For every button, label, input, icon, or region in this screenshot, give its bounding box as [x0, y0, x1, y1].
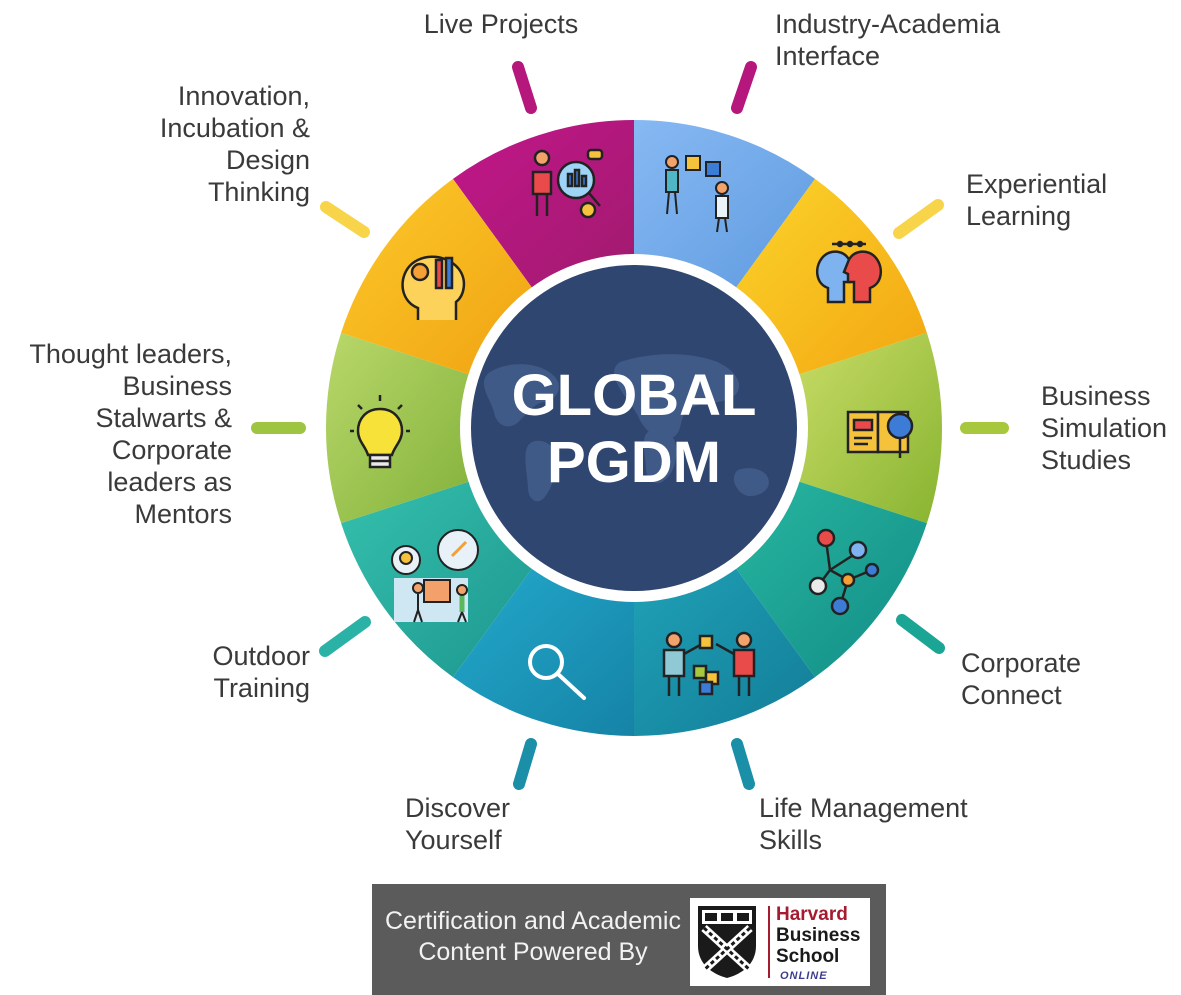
- footer-text: Certification and Academic Content Power…: [372, 906, 694, 968]
- label-line: Business: [1041, 381, 1151, 411]
- label-line: Experiential: [966, 169, 1108, 199]
- world-map-graphic: [483, 354, 769, 502]
- hbs-line: Business: [776, 925, 861, 946]
- hbs-online-tag: ONLINE: [780, 970, 828, 982]
- label-line: Simulation: [1041, 413, 1168, 443]
- label-discover: Discover Yourself: [405, 792, 555, 856]
- label-line: Outdoor: [212, 641, 310, 671]
- sector-corporate: [733, 480, 927, 678]
- label-line: Discover: [405, 793, 511, 823]
- sector-live-projects: [452, 120, 634, 291]
- label-line: Learning: [966, 201, 1072, 231]
- creative-head-icon: [401, 255, 466, 320]
- label-line: Business: [122, 371, 232, 401]
- label-corporate: Corporate Connect: [961, 647, 1161, 711]
- label-live-projects: Live Projects: [396, 8, 606, 40]
- sector-discover: [452, 565, 634, 736]
- hbs-logo: Harvard Business School ONLINE: [690, 898, 870, 986]
- two-heads-connection-icon: [815, 240, 883, 304]
- hbs-line: School: [776, 946, 840, 967]
- hbs-shield-icon: [698, 906, 756, 978]
- label-line: Interface: [775, 41, 881, 71]
- hbs-separator: [768, 906, 770, 978]
- center-title-line1: GLOBAL: [512, 363, 757, 428]
- puzzle-collaboration-icon: [665, 155, 729, 233]
- footer-line: Certification and Academic: [385, 907, 681, 935]
- footer-banner: Certification and Academic Content Power…: [372, 884, 886, 995]
- label-line: Yourself: [405, 825, 502, 855]
- label-line: Stalwarts &: [95, 403, 232, 433]
- label-line: Studies: [1041, 445, 1132, 475]
- ideas-presentation-icon: [391, 529, 479, 623]
- label-line: Incubation &: [159, 113, 310, 143]
- magnifier-icon: [528, 644, 586, 700]
- label-line: Skills: [759, 825, 823, 855]
- label-mentors: Thought leaders, Business Stalwarts & Co…: [4, 338, 232, 530]
- label-line: Thinking: [207, 177, 310, 207]
- label-line: leaders as: [107, 467, 232, 497]
- label-line: Design: [225, 145, 310, 175]
- ring-ticks: [251, 61, 1009, 790]
- center-title-line2: PGDM: [547, 430, 721, 495]
- label-line: Life Management: [759, 793, 968, 823]
- label-line: Thought leaders,: [29, 339, 232, 369]
- label-innovation: Innovation, Incubation & Design Thinking: [110, 80, 310, 208]
- label-line: Innovation,: [177, 81, 310, 111]
- label-line: Corporate: [961, 648, 1082, 678]
- label-line: Industry-Academia: [775, 9, 1001, 39]
- label-line: Corporate: [111, 435, 232, 465]
- label-line: Connect: [961, 680, 1062, 710]
- label-life-management: Life Management Skills: [759, 792, 1019, 856]
- book-magnifier-icon: [846, 410, 914, 458]
- label-line: Mentors: [134, 499, 232, 529]
- footer-line: Content Powered By: [418, 938, 648, 966]
- team-puzzle-icon: [662, 631, 756, 696]
- label-simulation: Business Simulation Studies: [1041, 380, 1181, 476]
- label-line: Training: [213, 673, 310, 703]
- hbs-line: Harvard: [776, 904, 848, 925]
- lightbulb-icon: [350, 395, 410, 469]
- label-industry-academia: Industry-Academia Interface: [775, 8, 1055, 72]
- hbs-wordmark: Harvard Business School: [776, 904, 860, 967]
- label-experiential: Experiential Learning: [966, 168, 1166, 232]
- label-outdoor: Outdoor Training: [150, 640, 310, 704]
- network-nodes-icon: [808, 528, 880, 616]
- label-line: Live Projects: [423, 9, 579, 39]
- center-disc: [471, 265, 797, 591]
- analytics-presenter-icon: [531, 148, 604, 219]
